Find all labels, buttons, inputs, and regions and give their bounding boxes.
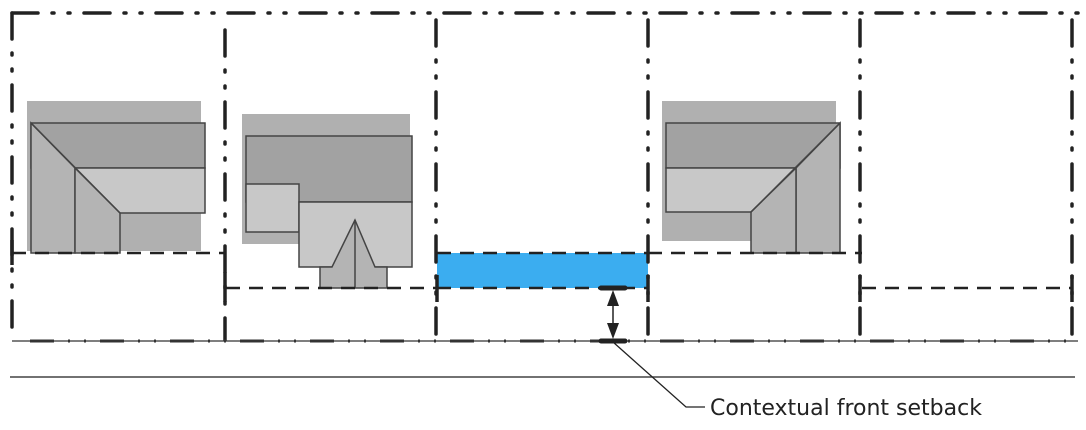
house-2-roof-side (245, 183, 300, 233)
contextual-setback-zone (437, 253, 648, 288)
lot-4 (662, 101, 841, 254)
setback-dimension (598, 285, 628, 344)
lot-1 (27, 101, 206, 254)
lot-2 (242, 114, 413, 289)
arrow-up-icon (607, 290, 619, 306)
house-1-hip-line (30, 122, 121, 214)
arrow-down-icon (607, 323, 619, 339)
house-4-hip-line (750, 122, 841, 213)
annotation-leader (612, 341, 705, 408)
annotation-label: Contextual front setback (710, 396, 982, 421)
house-2-roof-main (245, 135, 413, 203)
